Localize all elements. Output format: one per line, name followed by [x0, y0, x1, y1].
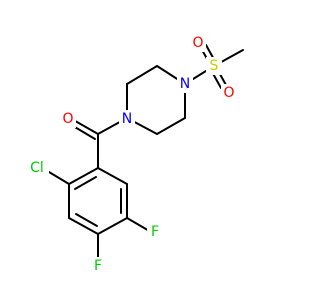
atom-o-s-bottom: O — [221, 84, 237, 102]
bond-ar-c1-c2 — [68, 167, 99, 185]
bond-ar-inner-1 — [74, 176, 97, 190]
atom-n-amide: N — [119, 110, 135, 128]
atom-label: O — [192, 35, 203, 51]
atom-n-sulfonyl: N — [177, 75, 193, 93]
atom-label: O — [62, 111, 73, 127]
bond-c3-c4 — [156, 117, 186, 135]
atom-label: Cl — [30, 160, 44, 176]
atom-label: N — [180, 76, 190, 92]
molecule-structure: O N N S O O Cl F F — [27, 34, 244, 275]
bond-ar-c3-c4 — [68, 217, 99, 235]
atom-s: S — [206, 57, 222, 75]
molecule-canvas: O N N S O O Cl F F — [27, 34, 244, 275]
atom-label: F — [151, 224, 159, 240]
atom-o-s-top: O — [190, 34, 206, 52]
atom-label: F — [94, 258, 102, 274]
bond-ar-c4-c5 — [97, 217, 128, 235]
bond-ar-inner-2 — [75, 213, 98, 227]
atom-label: S — [210, 58, 219, 74]
atom-f-lower: F — [90, 257, 106, 275]
atom-o-carbonyl: O — [60, 110, 76, 128]
atom-f-upper: F — [147, 223, 163, 241]
bond-ar-c6-c1 — [97, 167, 128, 185]
atom-label: N — [122, 111, 132, 127]
atom-label: O — [223, 85, 234, 101]
atom-cl: Cl — [27, 159, 49, 177]
bond-c1-c2 — [126, 65, 158, 85]
